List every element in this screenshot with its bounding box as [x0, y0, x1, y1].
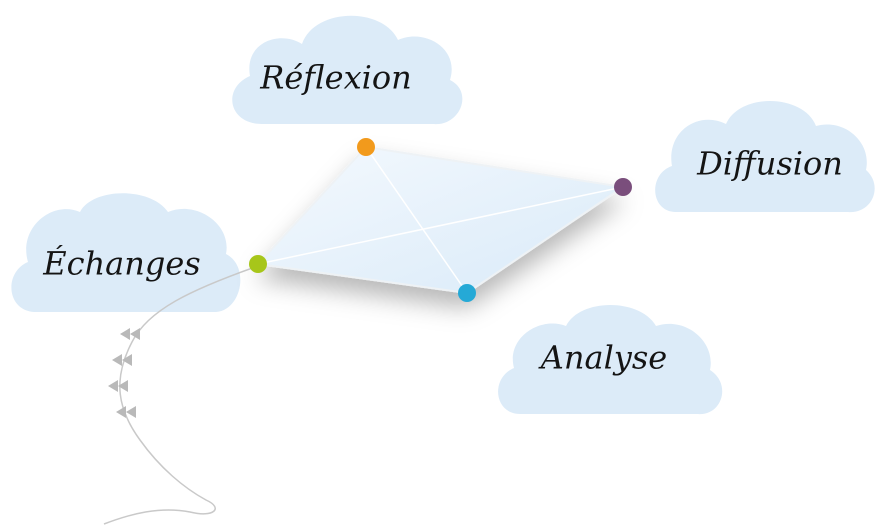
kite-bow	[112, 354, 132, 366]
cloud-diffusion: Diffusion	[655, 100, 875, 213]
reflexion-label: Réflexion	[259, 59, 411, 97]
cloud-shape	[498, 305, 723, 415]
kite-bow	[116, 406, 136, 418]
echanges-dot	[249, 255, 267, 273]
cloud-analyse: Analyse	[498, 305, 723, 415]
kite	[255, 145, 626, 295]
kite-string	[103, 265, 259, 525]
kite-spar-horizontal	[257, 186, 624, 265]
cloud-shape	[11, 193, 241, 312]
diffusion-dot	[614, 178, 632, 196]
cloud-echanges: Échanges	[11, 193, 241, 312]
kite-bow	[108, 380, 128, 392]
analyse-dot	[458, 284, 476, 302]
kite-bow	[120, 328, 140, 340]
cloud-shape	[655, 100, 875, 213]
reflexion-dot	[357, 138, 375, 156]
cloud-reflexion: Réflexion	[232, 15, 463, 125]
analyse-label: Analyse	[538, 339, 667, 377]
string-line	[103, 265, 259, 525]
echanges-label: Échanges	[42, 245, 200, 283]
kite-body	[255, 145, 626, 295]
diffusion-label: Diffusion	[696, 145, 843, 183]
kite-spar-vertical	[365, 146, 468, 294]
cloud-shape	[232, 15, 463, 125]
